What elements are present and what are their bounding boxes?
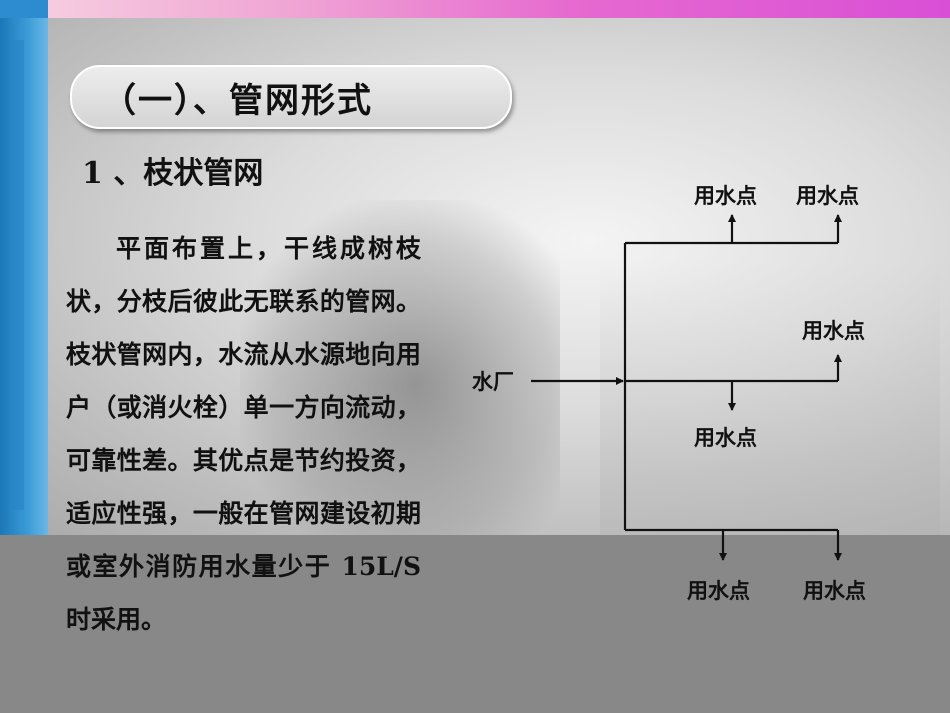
background-building: [600, 260, 940, 535]
label-water-plant: 水厂: [472, 370, 514, 394]
label-user-point-bottom-right: 用水点: [803, 579, 866, 603]
label-user-point-top-left: 用水点: [694, 184, 757, 208]
label-user-point-mid-down: 用水点: [694, 426, 757, 450]
background-lower-band: [0, 535, 950, 713]
title-box: （一）、管网形式: [70, 65, 512, 129]
slide-title: （一）、管网形式: [102, 80, 373, 121]
body-paragraph: 平面布置上，干线成树枝状，分枝后彼此无联系的管网。枝状管网内，水流从水源地向用户…: [66, 234, 421, 634]
section-heading: 1 、枝状管网: [82, 156, 264, 191]
top-bar-corner: [0, 0, 48, 18]
background-figure: [240, 200, 560, 535]
left-blue-strip: [0, 0, 48, 535]
top-decorative-bar: [0, 0, 950, 18]
left-strip-detail: [10, 40, 24, 510]
label-user-point-mid-right: 用水点: [802, 319, 865, 343]
label-user-point-top-right: 用水点: [796, 184, 859, 208]
label-user-point-bottom-left: 用水点: [687, 579, 750, 603]
